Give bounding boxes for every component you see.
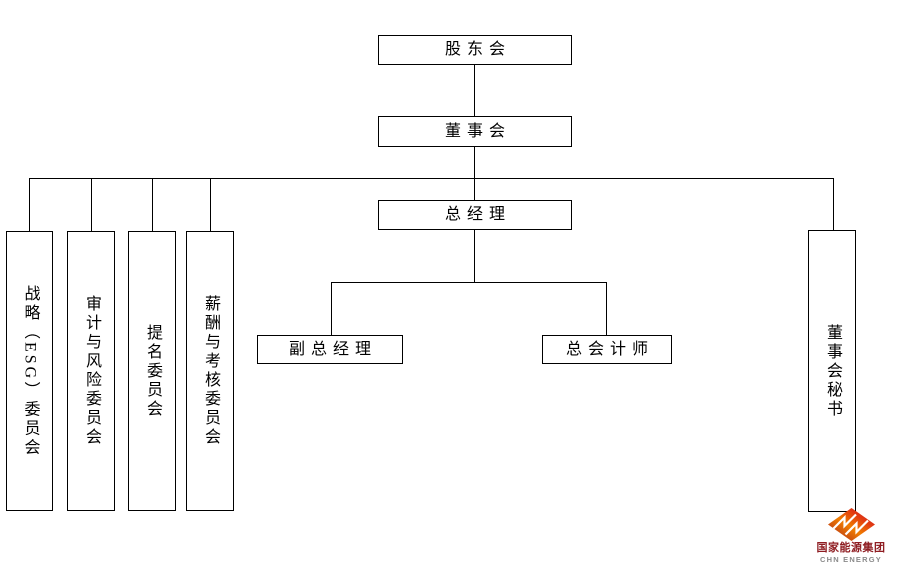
company-logo: 国家能源集团 CHN ENERGY (812, 508, 890, 564)
connector-shareholders-board (474, 64, 475, 116)
connector-drop-nomination (152, 178, 153, 231)
connector-drop-strategy (29, 178, 30, 231)
connector-drop-chief-accountant (606, 282, 607, 335)
company-logo-name: 国家能源集团 (816, 542, 886, 554)
node-board-of-directors: 董事会 (378, 116, 572, 147)
node-shareholders-meeting: 股东会 (378, 35, 572, 65)
node-audit-risk-committee: 审计与风险委员会 (67, 231, 115, 511)
node-remuneration-appraisal-committee: 薪酬与考核委员会 (186, 231, 234, 511)
node-board-secretary: 董事会秘书 (808, 230, 856, 512)
node-strategy-esg-committee: 战略（ESG）委员会 (6, 231, 53, 511)
chn-energy-diamond-icon (827, 508, 875, 541)
connector-gm-stem (474, 230, 475, 282)
connector-drop-deputy-gm (331, 282, 332, 335)
node-nomination-committee: 提名委员会 (128, 231, 176, 511)
connector-board-gm (474, 147, 475, 200)
connector-gm-horizontal-bus (331, 282, 607, 283)
connector-drop-secretary (833, 178, 834, 230)
node-chief-accountant: 总会计师 (542, 335, 672, 364)
connector-drop-audit (91, 178, 92, 231)
connector-board-horizontal-bus (30, 178, 834, 179)
node-deputy-general-manager: 副总经理 (257, 335, 403, 364)
node-general-manager: 总经理 (378, 200, 572, 230)
connector-drop-remuneration (210, 178, 211, 231)
company-logo-name-en: CHN ENERGY (819, 555, 882, 564)
